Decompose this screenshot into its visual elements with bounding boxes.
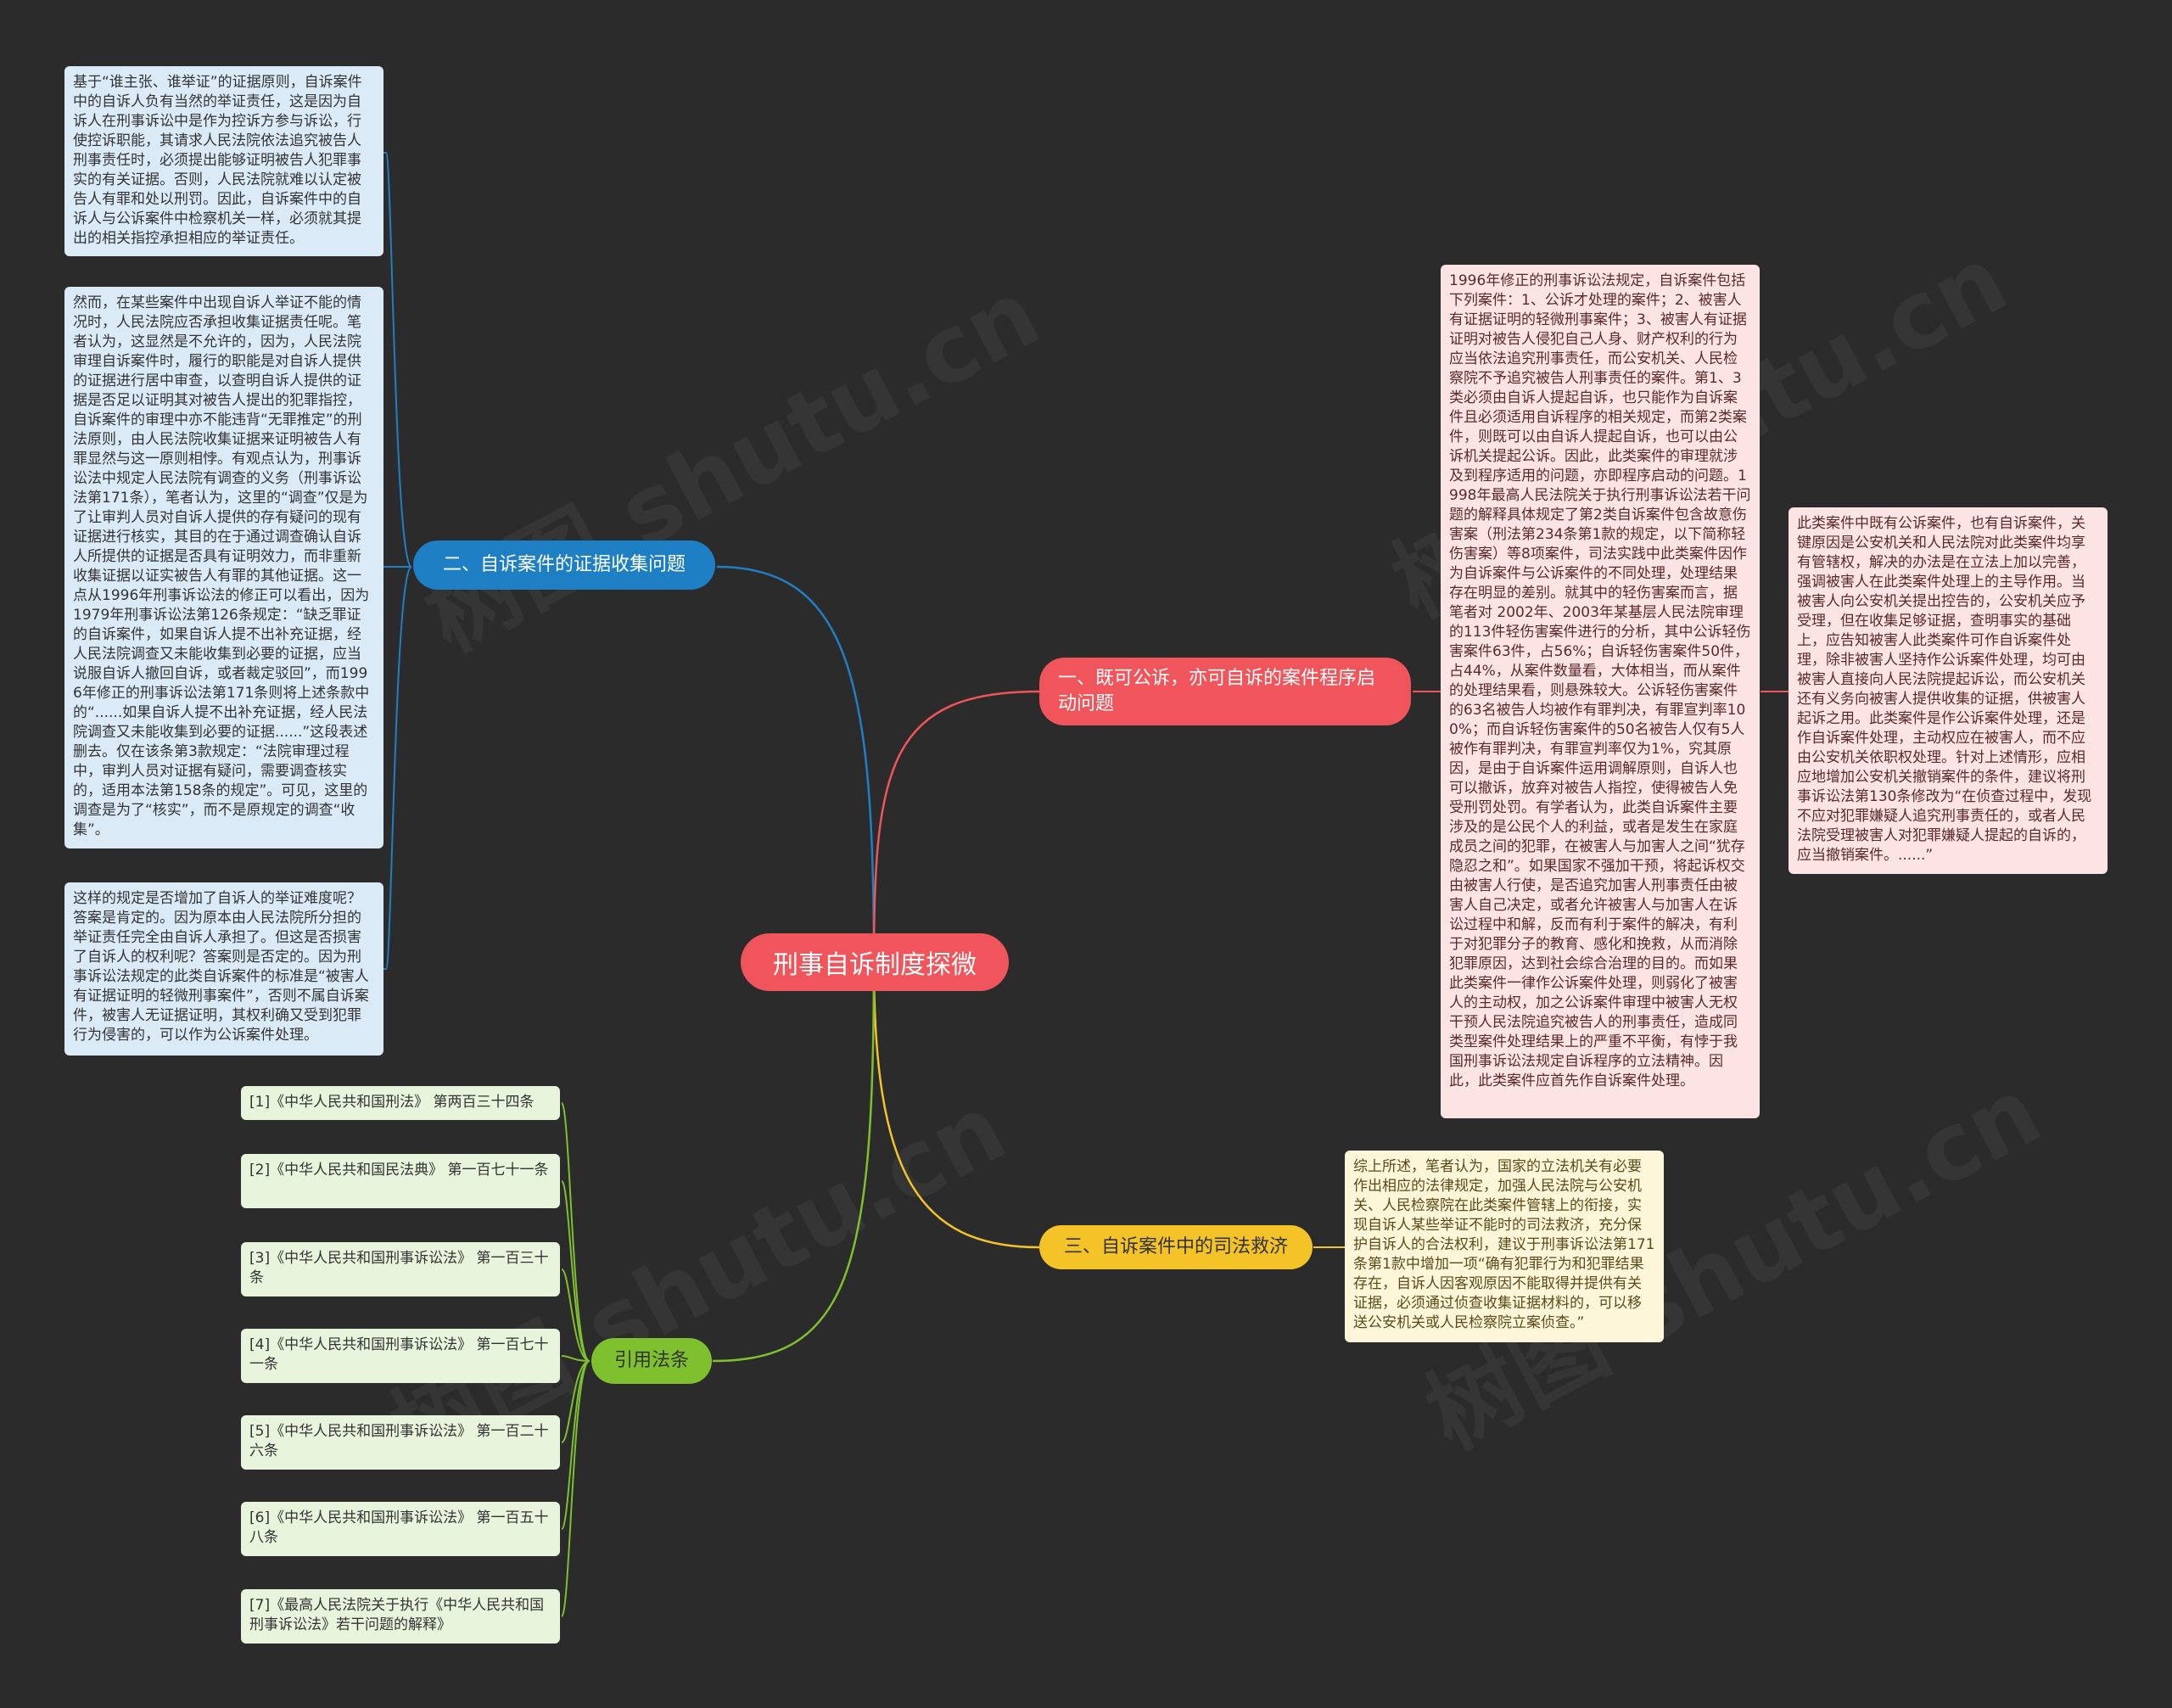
leaf-law-citation[interactable]: [7]《最高人民法院关于执行《中华人民共和国刑事诉讼法》若干问题的解释》 bbox=[241, 1589, 560, 1644]
leaf-law-citation[interactable]: [4]《中华人民共和国刑事诉讼法》 第一百七十一条 bbox=[241, 1329, 560, 1383]
branch-procedure-start[interactable]: 一、既可公诉，亦可自诉的案件程序启动问题 bbox=[1039, 658, 1411, 725]
leaf-case-types-analysis[interactable]: 1996年修正的刑事诉讼法规定，自诉案件包括下列案件：1、公诉才处理的案件；2、… bbox=[1441, 265, 1760, 1118]
branch-evidence-collection[interactable]: 二、自诉案件的证据收集问题 bbox=[413, 540, 715, 590]
leaf-conclusion[interactable]: 综上所述，笔者认为，国家的立法机关有必要作出相应的法律规定，加强人民法院与公安机… bbox=[1345, 1151, 1664, 1342]
leaf-text: 综上所述，笔者认为，国家的立法机关有必要作出相应的法律规定，加强人民法院与公安机… bbox=[1353, 1158, 1655, 1331]
leaf-law-citation[interactable]: [3]《中华人民共和国刑事诉讼法》 第一百三十条 bbox=[241, 1242, 560, 1296]
leaf-law-citation[interactable]: [2]《中华人民共和国民法典》 第一百七十一条 bbox=[241, 1154, 560, 1208]
leaf-text: 然而，在某些案件中出现自诉人举证不能的情况时，人民法院应否承担收集证据责任呢。笔… bbox=[73, 294, 370, 838]
leaf-law-citation[interactable]: [6]《中华人民共和国刑事诉讼法》 第一百五十八条 bbox=[241, 1502, 560, 1556]
branch-judicial-remedy[interactable]: 三、自诉案件中的司法救济 bbox=[1039, 1225, 1313, 1269]
connector-b4-leaf7 bbox=[561, 1360, 591, 1617]
leaf-text: [6]《中华人民共和国刑事诉讼法》 第一百五十八条 bbox=[249, 1509, 549, 1546]
root-node[interactable]: 刑事自诉制度探微 bbox=[741, 933, 1009, 991]
connector-b4-leaf6 bbox=[561, 1360, 591, 1530]
connector-b1-leaf1 bbox=[383, 152, 412, 568]
connector-b4-leaf4 bbox=[561, 1355, 591, 1362]
leaf-text: [1]《中华人民共和国刑法》 第两百三十四条 bbox=[249, 1094, 535, 1111]
leaf-legislative-solution[interactable]: 此类案件中既有公诉案件，也有自诉案件，关键原因是公安机关和人民法院对此类案件均享… bbox=[1789, 507, 2108, 874]
connector-b4-leaf2 bbox=[561, 1180, 591, 1362]
branch-label: 一、既可公诉，亦可自诉的案件程序启动问题 bbox=[1058, 668, 1376, 714]
connector-b1-leaf3 bbox=[383, 566, 412, 970]
connector-b4-leaf1 bbox=[561, 1102, 591, 1362]
branch-cited-laws[interactable]: 引用法条 bbox=[591, 1338, 712, 1384]
branch-label: 引用法条 bbox=[613, 1350, 689, 1371]
leaf-text: [4]《中华人民共和国刑事诉讼法》 第一百七十一条 bbox=[249, 1336, 549, 1373]
connector-root-b3 bbox=[872, 960, 1040, 1249]
leaf-text: [5]《中华人民共和国刑事诉讼法》 第一百二十六条 bbox=[249, 1423, 549, 1459]
leaf-difficulty-of-proof[interactable]: 这样的规定是否增加了自诉人的举证难度呢？答案是肯定的。因为原本由人民法院所分担的… bbox=[64, 882, 383, 1056]
connector-root-b1 bbox=[716, 565, 876, 962]
leaf-law-citation[interactable]: [1]《中华人民共和国刑法》 第两百三十四条 bbox=[241, 1086, 560, 1120]
leaf-burden-of-proof[interactable]: 基于“谁主张、谁举证”的证据原则，自诉案件中的自诉人负有当然的举证责任，这是因为… bbox=[64, 66, 383, 256]
connector-b4-leaf3 bbox=[561, 1268, 591, 1362]
leaf-text: [7]《最高人民法院关于执行《中华人民共和国刑事诉讼法》若干问题的解释》 bbox=[249, 1597, 545, 1633]
connector-b4-leaf5 bbox=[561, 1360, 591, 1443]
branch-label: 二、自诉案件的证据收集问题 bbox=[442, 554, 686, 575]
connector-root-b2 bbox=[872, 690, 1040, 962]
leaf-text: 这样的规定是否增加了自诉人的举证难度呢？答案是肯定的。因为原本由人民法院所分担的… bbox=[73, 890, 369, 1044]
leaf-text: [3]《中华人民共和国刑事诉讼法》 第一百三十条 bbox=[249, 1250, 549, 1286]
leaf-text: [2]《中华人民共和国民法典》 第一百七十一条 bbox=[249, 1162, 549, 1179]
leaf-law-citation[interactable]: [5]《中华人民共和国刑事诉讼法》 第一百二十六条 bbox=[241, 1415, 560, 1470]
leaf-text: 1996年修正的刑事诉讼法规定，自诉案件包括下列案件：1、公诉才处理的案件；2、… bbox=[1449, 272, 1751, 1089]
connector-root-b4 bbox=[712, 960, 876, 1363]
leaf-text: 基于“谁主张、谁举证”的证据原则，自诉案件中的自诉人负有当然的举证责任，这是因为… bbox=[73, 74, 362, 247]
leaf-court-investigation[interactable]: 然而，在某些案件中出现自诉人举证不能的情况时，人民法院应否承担收集证据责任呢。笔… bbox=[64, 287, 383, 848]
leaf-text: 此类案件中既有公诉案件，也有自诉案件，关键原因是公安机关和人民法院对此类案件均享… bbox=[1797, 515, 2092, 864]
branch-label: 三、自诉案件中的司法救济 bbox=[1063, 1236, 1288, 1257]
root-label: 刑事自诉制度探微 bbox=[773, 950, 977, 980]
